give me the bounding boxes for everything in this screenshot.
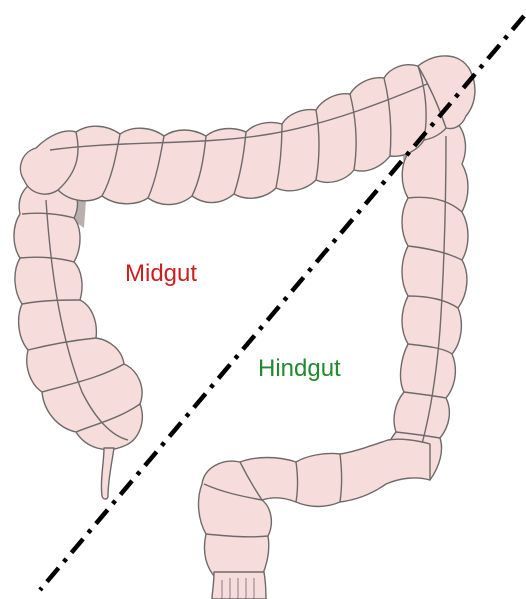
rectum [212, 572, 266, 599]
midgut-label: Midgut [125, 260, 197, 287]
hindgut-label: Hindgut [258, 355, 341, 382]
